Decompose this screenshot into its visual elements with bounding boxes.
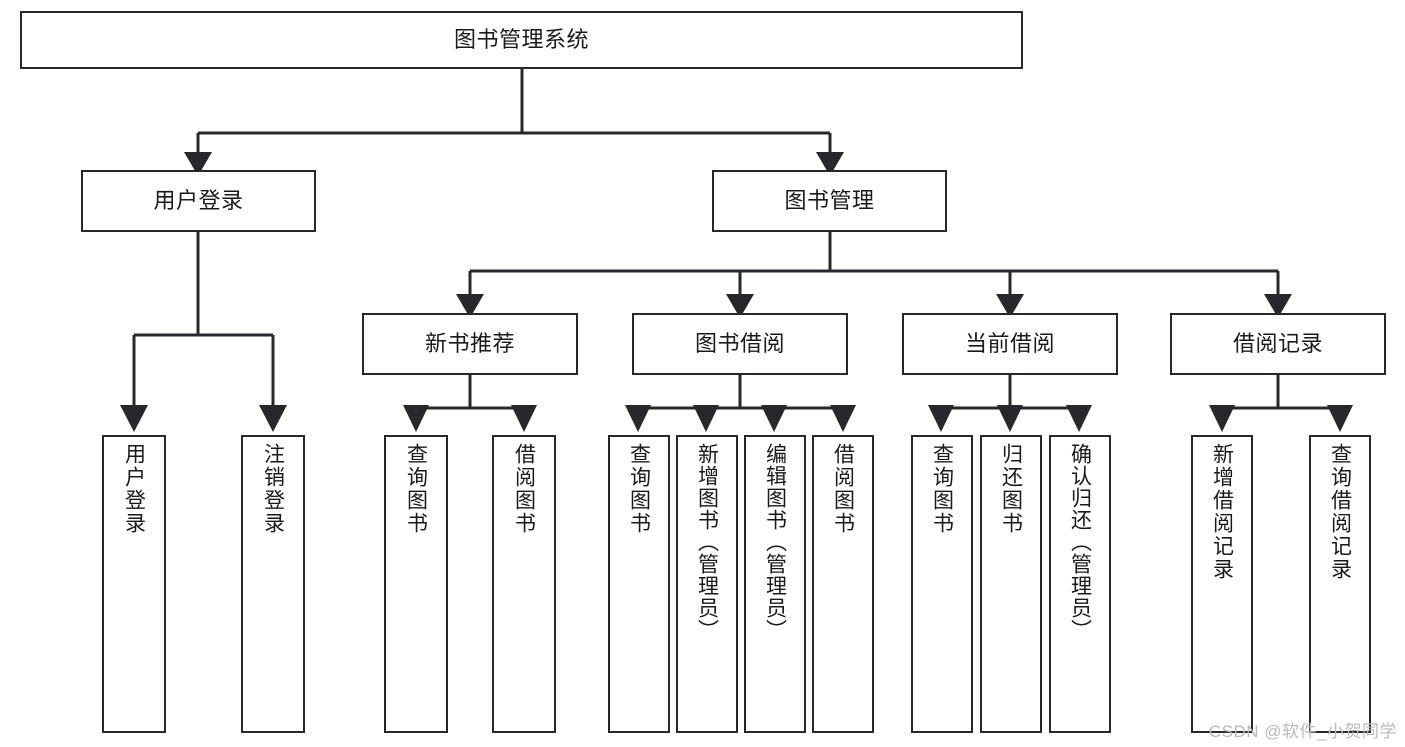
node-label: 图书管理系统 <box>453 27 589 53</box>
node-label: 新书推荐 <box>424 331 515 357</box>
node-label: 用户登录 <box>122 443 146 535</box>
node-leaf-logout[interactable]: 注销登录 <box>241 435 305 733</box>
node-leaf-query-book-current[interactable]: 查询图书 <box>911 435 973 733</box>
node-leaf-add-book-admin[interactable]: 新增图书（管理员） <box>676 435 738 733</box>
node-current-borrow[interactable]: 当前借阅 <box>902 313 1118 375</box>
node-leaf-edit-book-admin[interactable]: 编辑图书（管理员） <box>744 435 806 733</box>
node-label: 借阅记录 <box>1232 331 1323 357</box>
node-label: 查询图书 <box>930 443 954 535</box>
node-label: 归还图书 <box>999 443 1023 535</box>
node-label: 注销登录 <box>261 443 285 535</box>
node-borrow-record[interactable]: 借阅记录 <box>1170 313 1386 375</box>
arrowhead-borrowbook-leaf-2 <box>693 405 719 432</box>
node-leaf-borrow-book[interactable]: 借阅图书 <box>812 435 874 733</box>
node-leaf-user-login[interactable]: 用户登录 <box>102 435 166 733</box>
arrowhead-newbook-leaf-1 <box>403 405 429 432</box>
node-label: 用户登录 <box>153 188 244 214</box>
node-label: 图书管理 <box>784 188 875 214</box>
arrowhead-userlogin-leaf-1 <box>120 405 148 432</box>
node-leaf-borrow-book-new[interactable]: 借阅图书 <box>492 435 556 733</box>
arrowhead-newbook-leaf-2 <box>511 405 537 432</box>
arrowhead-borrowbook-leaf-1 <box>625 405 651 432</box>
node-label: 查询图书 <box>404 443 428 535</box>
node-leaf-query-book-borrow[interactable]: 查询图书 <box>608 435 670 733</box>
csdn-watermark: CSDN @软件_小贺同学 <box>1208 722 1397 741</box>
node-root-book-management-system[interactable]: 图书管理系统 <box>20 11 1023 69</box>
node-leaf-confirm-return-admin[interactable]: 确认归还（管理员） <box>1049 435 1111 733</box>
arrowhead-borrowbook-leaf-3 <box>761 405 787 432</box>
node-label: 新增借阅记录 <box>1210 443 1234 581</box>
node-leaf-query-book-new[interactable]: 查询图书 <box>384 435 448 733</box>
node-label: 新增图书（管理员） <box>695 443 719 641</box>
node-label: 借阅图书 <box>831 443 855 535</box>
node-leaf-query-borrow-record[interactable]: 查询借阅记录 <box>1309 435 1371 733</box>
arrowhead-userlogin-leaf-2 <box>259 405 287 432</box>
arrowhead-borrowrecord-leaf-1 <box>1209 405 1235 432</box>
node-label: 查询图书 <box>627 443 651 535</box>
node-label: 当前借阅 <box>964 331 1055 357</box>
node-leaf-return-book[interactable]: 归还图书 <box>980 435 1042 733</box>
node-label: 编辑图书（管理员） <box>763 443 787 641</box>
node-book-management[interactable]: 图书管理 <box>712 170 947 232</box>
arrowhead-currentborrow-leaf-2 <box>997 405 1023 432</box>
node-new-book-recommendation[interactable]: 新书推荐 <box>362 313 578 375</box>
arrowhead-currentborrow-leaf-1 <box>928 405 954 432</box>
arrowhead-borrowbook-leaf-4 <box>830 405 856 432</box>
node-leaf-add-borrow-record[interactable]: 新增借阅记录 <box>1191 435 1253 733</box>
node-label: 借阅图书 <box>512 443 536 535</box>
arrowhead-borrowrecord-leaf-2 <box>1327 405 1353 432</box>
node-user-login[interactable]: 用户登录 <box>81 170 316 232</box>
node-label: 查询借阅记录 <box>1328 443 1352 581</box>
node-label: 确认归还（管理员） <box>1068 443 1092 641</box>
arrowhead-currentborrow-leaf-3 <box>1066 405 1092 432</box>
node-book-borrow[interactable]: 图书借阅 <box>632 313 848 375</box>
node-label: 图书借阅 <box>694 331 785 357</box>
